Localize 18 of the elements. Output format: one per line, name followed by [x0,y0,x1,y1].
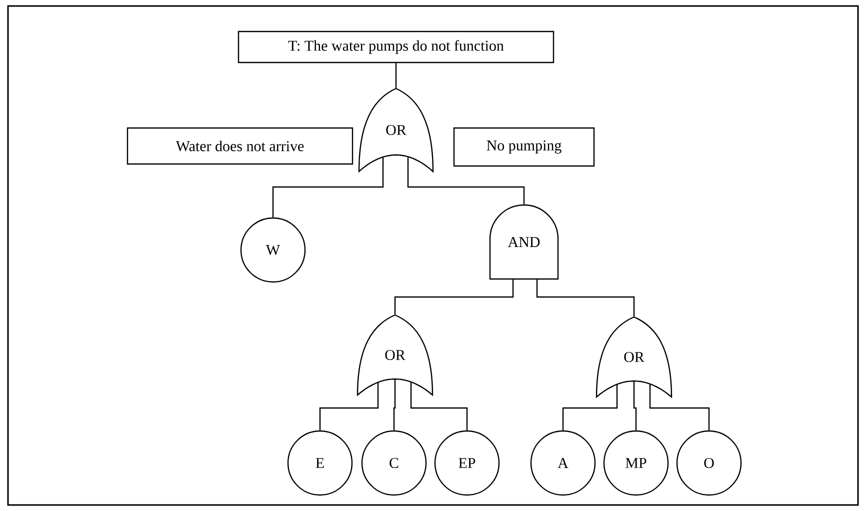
event-box: T: The water pumps do not function [238,30,554,64]
connector-line [319,382,379,430]
connector-line [394,280,514,314]
connector-line [272,158,384,218]
connector-line [407,157,525,204]
connector-line [633,382,637,430]
connector-line [536,280,635,316]
or-gate: OR [596,316,672,398]
event-box: No pumping [453,127,595,167]
connector-line [410,382,468,430]
event-box: Water does not arrive [126,127,354,165]
and-gate: AND [489,204,559,280]
connector-line [393,380,396,430]
or-gate: OR [358,88,434,172]
connector-line [395,63,397,88]
connector-line [649,384,710,430]
or-gate: OR [356,314,434,396]
connector-line [562,384,618,430]
